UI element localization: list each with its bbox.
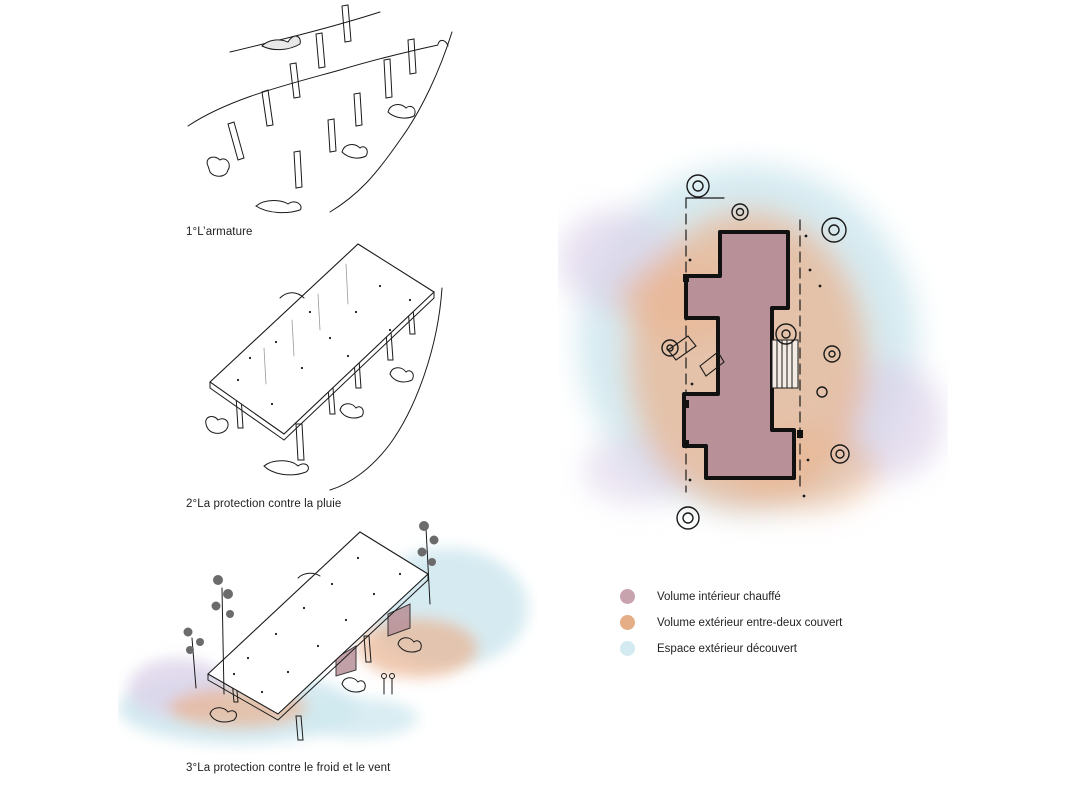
legend-label: Volume extérieur entre-deux couvert: [657, 616, 843, 629]
rock: [279, 292, 305, 299]
bush: [387, 104, 416, 119]
bush: [206, 156, 230, 177]
sketch-cold-wind-protection: [118, 521, 528, 744]
interior-volume: [682, 230, 796, 480]
bush: [341, 677, 366, 693]
rock: [297, 572, 321, 579]
tree: [183, 627, 204, 689]
tree: [417, 521, 439, 605]
bush: [339, 403, 364, 419]
posts: [235, 307, 416, 461]
legend-swatch: [620, 589, 635, 604]
ghost-posts: [263, 263, 349, 385]
watercolor-wash: [118, 548, 528, 744]
entrance-arrow: [667, 335, 725, 377]
floor-plan: [558, 165, 943, 530]
rock: [263, 460, 309, 476]
posts: [227, 4, 417, 189]
legend-swatch: [620, 615, 635, 630]
terrain-line: [229, 11, 381, 53]
bush: [389, 367, 414, 383]
tree: [211, 575, 234, 695]
interior-wall: [335, 645, 357, 677]
legend-label: Volume intérieur chauffé: [657, 590, 781, 603]
sketch-framework: [187, 4, 453, 214]
bush: [341, 144, 368, 159]
bush: [397, 637, 422, 653]
people: [381, 673, 395, 695]
terrain-edge: [329, 287, 443, 491]
trees: [661, 174, 850, 530]
sketch-rain-protection: [205, 243, 443, 491]
terrain-edge: [329, 31, 453, 213]
legend-label: Espace extérieur découvert: [657, 642, 797, 655]
legend-item-covered: Volume extérieur entre-deux couvert: [620, 615, 842, 630]
rock: [255, 200, 302, 214]
bush: [209, 707, 237, 723]
legend-item-interior: Volume intérieur chauffé: [620, 589, 781, 604]
roof-edge: [209, 291, 435, 441]
legend-swatch: [620, 641, 635, 656]
step-caption-rain-protection: 2°La protection contre la pluie: [186, 498, 342, 510]
legend-item-open: Espace extérieur découvert: [620, 641, 797, 656]
roof-edge: [207, 573, 429, 721]
terrain-line: [187, 44, 439, 127]
timber-deck: [771, 339, 799, 389]
plant: [437, 39, 449, 47]
step-caption-cold-wind-protection: 3°La protection contre le froid et le ve…: [186, 762, 391, 774]
step-caption-framework: 1°L’armature: [186, 226, 253, 238]
rock: [261, 35, 301, 51]
roof-dots: [236, 284, 412, 406]
roof-dots: [232, 556, 402, 694]
plan-dots: [688, 234, 822, 498]
wall-ticks: [683, 274, 803, 448]
bush: [205, 416, 229, 434]
roof-slab: [209, 243, 435, 435]
